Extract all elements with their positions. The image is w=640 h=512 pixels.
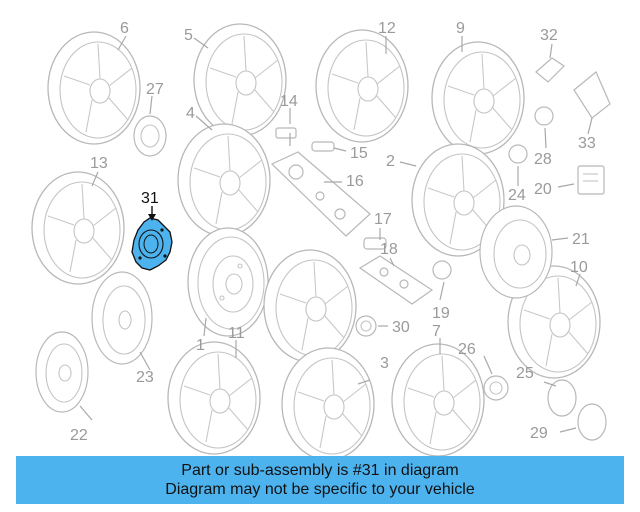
callout-25: 25 [516, 365, 534, 382]
callout-14: 14 [280, 93, 298, 110]
ring-25 [547, 379, 577, 417]
callout-5: 5 [184, 27, 193, 44]
wheel-13 [31, 171, 125, 285]
callout-19: 19 [432, 305, 450, 322]
callout-29: 29 [530, 425, 548, 442]
callout-30: 30 [392, 319, 410, 336]
wheel-8 [263, 249, 357, 363]
callout-23: 23 [136, 369, 154, 386]
callout-12: 12 [378, 20, 396, 37]
emblem-28 [534, 106, 554, 126]
callout-15: 15 [350, 145, 368, 162]
label-20 [577, 165, 605, 195]
callout-32: 32 [540, 27, 558, 44]
valve-15 [311, 141, 335, 152]
callout-10: 10 [570, 259, 588, 276]
lock-bolt-17 [363, 237, 387, 250]
callout-7: 7 [432, 323, 441, 340]
callout-27: 27 [146, 81, 164, 98]
wheel-12 [315, 29, 409, 143]
wheel-3 [281, 347, 375, 461]
lock-kit-18 [358, 255, 434, 305]
wheel-1 [187, 227, 269, 337]
callout-6: 6 [120, 20, 129, 37]
callout-11: 11 [228, 325, 245, 342]
badge-33 [573, 71, 611, 119]
banner-line-2: Diagram may not be specific to your vehi… [165, 481, 475, 498]
wheel-5 [193, 23, 287, 137]
callout-17: 17 [374, 211, 392, 228]
highlighted-part-31 [131, 217, 173, 271]
callout-26: 26 [458, 341, 476, 358]
wheel-6 [47, 31, 141, 145]
leader-lines [79, 35, 593, 433]
callout-3: 3 [380, 355, 389, 372]
info-banner: Part or sub-assembly is #31 in diagram D… [16, 456, 624, 504]
sensor-kit-16 [270, 151, 371, 237]
ring-29 [577, 403, 607, 441]
callout-33: 33 [578, 135, 596, 152]
highlight-label: 31 [141, 190, 159, 207]
wheel-4 [177, 123, 271, 237]
wheel-7 [391, 343, 485, 457]
callout-20: 20 [534, 181, 552, 198]
callout-1: 1 [196, 337, 205, 354]
callout-13: 13 [90, 155, 108, 172]
callout-4: 4 [186, 105, 195, 122]
wheel-11 [167, 341, 261, 455]
callout-24: 24 [508, 187, 526, 204]
callout-2: 2 [386, 153, 395, 170]
callout-16: 16 [346, 173, 364, 190]
emblem-30 [355, 315, 377, 337]
bolt-14 [275, 127, 297, 146]
badge-32 [535, 57, 565, 83]
highlight-arrow [148, 214, 156, 221]
callout-22: 22 [70, 427, 88, 444]
center-cap-27 [133, 115, 167, 157]
wheel-cover-23 [91, 271, 153, 365]
callout-18: 18 [380, 241, 398, 258]
wheel-cover-22 [35, 331, 89, 413]
nut-cap-19 [432, 260, 452, 280]
emblem-24 [508, 144, 528, 164]
emblem-26 [483, 375, 509, 401]
callout-9: 9 [456, 20, 465, 37]
banner-line-1: Part or sub-assembly is #31 in diagram [181, 462, 459, 479]
wheel-cover-21 [479, 205, 553, 299]
callout-21: 21 [572, 231, 590, 248]
wheel-9 [431, 41, 525, 155]
callout-28: 28 [534, 151, 552, 168]
